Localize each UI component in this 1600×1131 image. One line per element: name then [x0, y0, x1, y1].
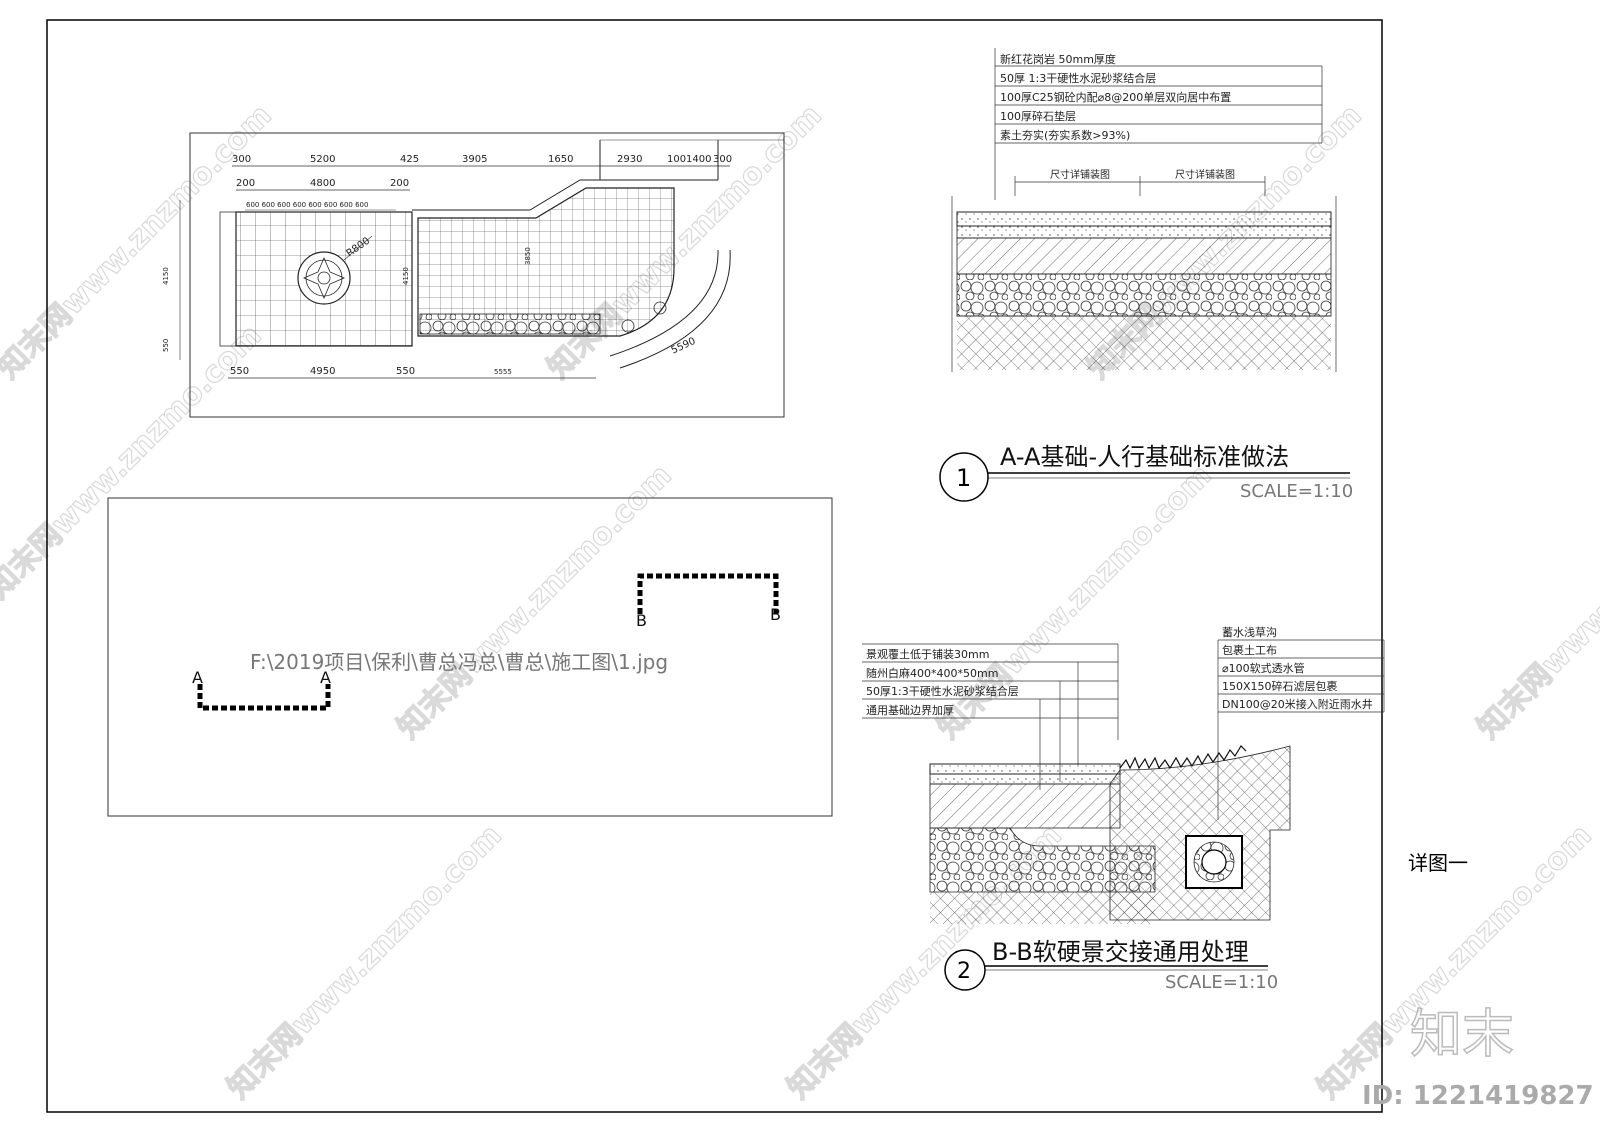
- layer-label: 100厚碎石垫层: [1000, 109, 1076, 123]
- layer-label: 蓄水浅草沟: [1222, 626, 1277, 639]
- layer-label: 50厚1:3干硬性水泥砂浆结合层: [866, 684, 1019, 698]
- detail-title: A-A基础-人行基础标准做法: [1000, 443, 1289, 471]
- layer-label: DN100@20米接入附近雨水井: [1222, 697, 1373, 711]
- dim-inner: 4150: [402, 267, 410, 285]
- dim-top: 200: [236, 178, 255, 189]
- layer-label: 随州白麻400*400*50mm: [866, 666, 998, 680]
- dim-top: 4800: [310, 178, 335, 189]
- dim-top: 300: [713, 154, 732, 165]
- watermark: 知末网www.znzmo.com: [1471, 458, 1600, 746]
- detail-scale: SCALE=1:10: [1165, 972, 1278, 993]
- dim-top: 2930: [617, 154, 642, 165]
- dim-top: 200: [390, 178, 409, 189]
- dim-top: 300: [232, 154, 251, 165]
- dim-note: 尺寸详铺装图: [1050, 168, 1110, 181]
- dim-bottom: 550: [230, 366, 249, 377]
- watermark: 知末网www.znzmo.com: [391, 458, 679, 746]
- layer-label: 素土夯实(夯实系数>93%): [1000, 128, 1130, 142]
- layer-label: 新红花岗岩 50mm厚度: [1000, 52, 1116, 66]
- plan-view: 300 5200 425 3905 1650 2930 100 1400 300…: [162, 132, 785, 418]
- sheet-label: 详图一: [1408, 851, 1468, 875]
- detail-2: 景观覆土低于铺装30mm 随州白麻400*400*50mm 50厚1:3干硬性水…: [862, 626, 1385, 993]
- detail-number: 2: [957, 959, 971, 984]
- dim-bottom: 5555: [494, 368, 512, 376]
- watermark: 知末网www.znzmo.com: [931, 458, 1219, 746]
- layer-label: ⌀100软式透水管: [1222, 661, 1305, 675]
- detail-scale: SCALE=1:10: [1240, 481, 1353, 502]
- section-mark-a: A: [192, 668, 203, 687]
- reference-box: B B A A F:\2019项目\保利\曹总冯总\曹总\施工图\1.jpg: [107, 497, 833, 817]
- layer-label: 50厚 1:3干硬性水泥砂浆结合层: [1000, 71, 1156, 85]
- layer-label: 包裹土工布: [1222, 643, 1277, 657]
- layer-label: 150X150碎石滤层包裹: [1222, 679, 1338, 693]
- brand-logo: 知末: [1410, 1005, 1514, 1065]
- detail-number-circle: [939, 452, 989, 502]
- file-path-text: F:\2019项目\保利\曹总冯总\曹总\施工图\1.jpg: [250, 650, 668, 674]
- dim-top: 600 600 600 600 600 600 600 600: [246, 201, 368, 209]
- layer-label: 通用基础边界加厚: [866, 704, 954, 717]
- layer-label: 100厚C25钢砼内配⌀8@200单层双向居中布置: [1000, 90, 1231, 104]
- dim-bottom: 550: [396, 366, 415, 377]
- dim-arc: 5590: [670, 336, 698, 357]
- detail-number: 1: [956, 464, 971, 492]
- dim-top: 100: [667, 154, 686, 165]
- detail-title: B-B软硬景交接通用处理: [992, 938, 1249, 966]
- section-mark-a: A: [320, 668, 331, 687]
- dim-left: 550: [162, 339, 170, 352]
- section-mark-b: B: [770, 605, 781, 624]
- dim-top: 3905: [462, 154, 487, 165]
- section-mark-b: B: [636, 611, 647, 630]
- dim-left: 4150: [162, 267, 170, 285]
- detail-1: 新红花岗岩 50mm厚度 50厚 1:3干硬性水泥砂浆结合层 100厚C25钢砼…: [939, 48, 1353, 502]
- dim-top: 5200: [310, 154, 335, 165]
- dim-bottom: 4950: [310, 366, 335, 377]
- dim-top: 425: [400, 154, 419, 165]
- dim-top: 1650: [548, 154, 573, 165]
- watermark: 知末网www.znzmo.com: [221, 818, 509, 1106]
- id-label: ID: 1221419827: [1362, 1081, 1594, 1111]
- dim-top: 1400: [686, 154, 711, 165]
- sheet-border: [46, 19, 1383, 1113]
- watermark: 知末网www.znzmo.com: [0, 318, 269, 606]
- layer-label: 景观覆土低于铺装30mm: [866, 648, 989, 661]
- dim-inner: 3850: [524, 247, 532, 265]
- dim-note: 尺寸详铺装图: [1175, 168, 1235, 181]
